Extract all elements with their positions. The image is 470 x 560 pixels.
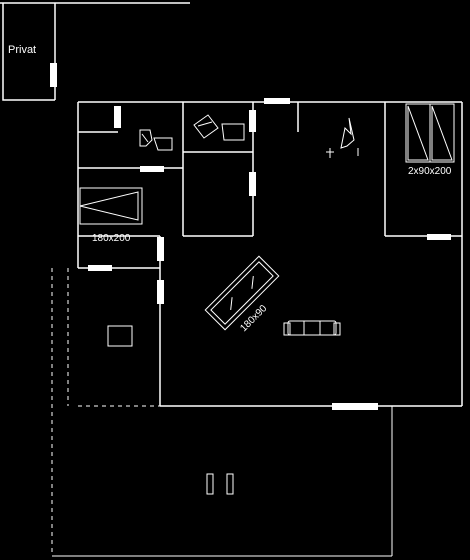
window-bedroom <box>427 234 451 240</box>
bathroom-fixtures <box>139 114 245 151</box>
openings <box>50 63 451 410</box>
entry-area <box>51 268 160 556</box>
window-privat <box>50 63 57 87</box>
bed-double-label: 2x90x200 <box>408 166 452 177</box>
door-bath2 <box>249 110 256 132</box>
toilet-icon <box>139 129 173 151</box>
door-entry <box>88 265 112 271</box>
fireplace-icon <box>326 117 359 158</box>
bed-icon: 2x90x200 <box>405 103 455 177</box>
pillar-icon <box>107 325 133 347</box>
terrace <box>52 406 393 557</box>
sofa-icon <box>283 320 341 336</box>
door-bed-single <box>157 237 164 261</box>
door-hall-2 <box>249 172 256 196</box>
door-bath1 <box>114 106 121 128</box>
window-top-center <box>264 98 290 104</box>
door-hall-1 <box>140 166 164 172</box>
single-bed-icon: 180x200 <box>79 187 143 244</box>
privat-label: Privat <box>8 44 36 56</box>
bed-single-label: 180x200 <box>92 233 131 244</box>
terrace-door <box>332 403 378 410</box>
privat-room: Privat <box>0 2 190 101</box>
sink-icon <box>193 114 245 141</box>
door-living <box>157 280 164 304</box>
